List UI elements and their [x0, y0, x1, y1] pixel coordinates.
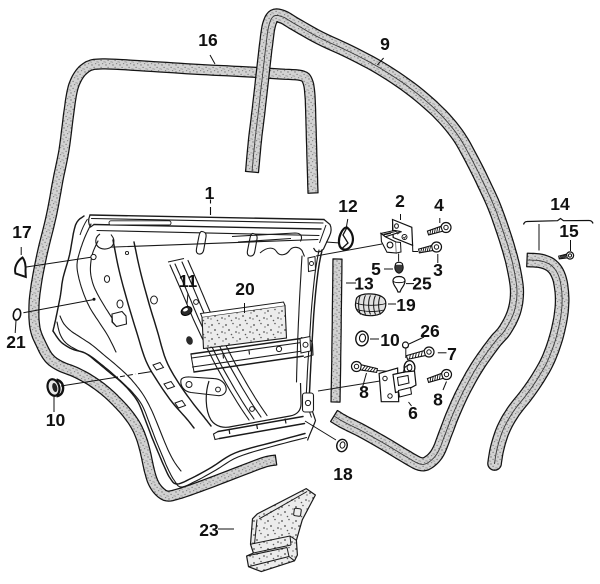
svg-text:6: 6	[408, 403, 418, 423]
svg-text:17: 17	[12, 222, 31, 242]
svg-text:9: 9	[380, 34, 390, 54]
svg-text:26: 26	[420, 321, 440, 341]
svg-text:5: 5	[371, 259, 381, 279]
svg-text:7: 7	[447, 344, 457, 364]
svg-text:15: 15	[559, 221, 579, 241]
svg-text:18: 18	[333, 464, 353, 484]
svg-text:13: 13	[354, 274, 374, 294]
svg-text:10: 10	[380, 330, 400, 350]
svg-text:25: 25	[412, 274, 432, 294]
svg-text:10: 10	[46, 410, 66, 430]
svg-text:11: 11	[179, 271, 198, 291]
svg-text:2: 2	[395, 191, 405, 211]
svg-text:16: 16	[198, 30, 218, 50]
svg-text:8: 8	[433, 390, 443, 410]
svg-text:14: 14	[550, 194, 570, 214]
svg-text:12: 12	[338, 196, 358, 216]
svg-text:21: 21	[6, 332, 26, 352]
svg-text:23: 23	[199, 520, 219, 540]
svg-text:20: 20	[235, 279, 255, 299]
svg-text:1: 1	[205, 183, 215, 203]
svg-text:3: 3	[433, 260, 443, 280]
svg-text:4: 4	[434, 195, 444, 215]
svg-text:19: 19	[396, 295, 416, 315]
svg-text:8: 8	[359, 382, 369, 402]
